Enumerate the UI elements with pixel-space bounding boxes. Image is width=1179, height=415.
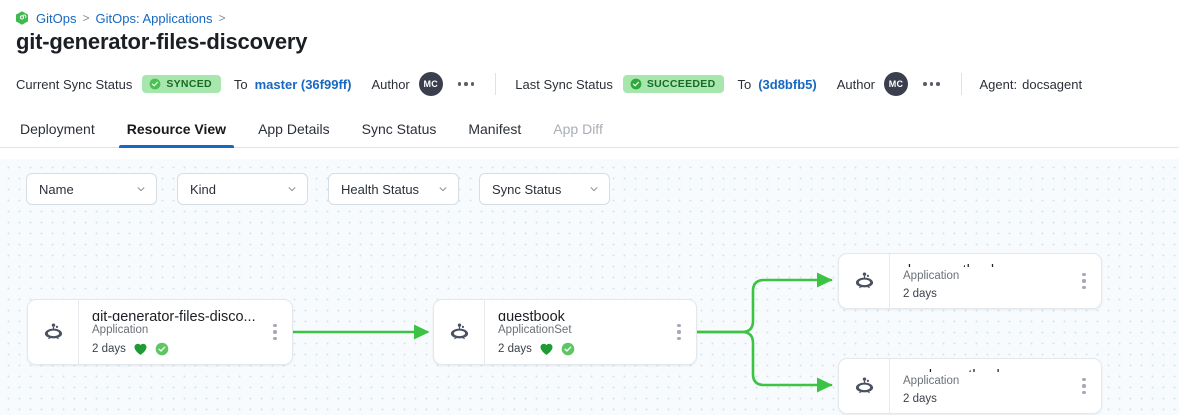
graph-node-dev-body: dev-guestbook Application 2 days [889,254,1071,308]
chevron-down-icon [438,184,448,194]
tab-manifest[interactable]: Manifest [468,121,522,137]
divider [495,73,497,95]
chevron-down-icon [287,184,297,194]
argo-application-icon [839,254,889,308]
graph-node-prod-kind: Application [903,375,960,388]
graph-node-root[interactable]: git-generator-files-disco... Application… [27,299,293,365]
graph-node-appset[interactable]: guestbook ApplicationSet 2 days [433,299,697,365]
graph-node-appset-meta: 2 days [498,342,666,356]
breadcrumb-separator: > [218,11,226,25]
graph-node-prod-title: prod-guestbook [903,367,1071,372]
breadcrumb-separator: > [82,11,90,25]
breadcrumb: GitOps > GitOps: Applications > [0,0,1179,26]
graph-node-appset-body: guestbook ApplicationSet 2 days [484,300,666,364]
page-title: git-generator-files-discovery [16,29,308,54]
agent-info: Agent:docsagent [980,77,1083,92]
breadcrumb-item-gitops-applications[interactable]: GitOps: Applications [95,10,213,26]
tab-sync-status[interactable]: Sync Status [361,121,437,137]
ellipsis-vertical-icon[interactable] [666,300,692,364]
edge-appset-to-prod [695,330,833,393]
filter-health-status[interactable]: Health Status [328,173,459,205]
breadcrumb-item-gitops[interactable]: GitOps [36,10,77,26]
argo-application-icon [28,300,78,364]
ellipsis-vertical-icon[interactable] [262,300,288,364]
current-revision-link[interactable]: master (36f99ff) [254,76,352,92]
gitops-hexagon-icon [14,10,30,26]
filter-name[interactable]: Name [26,173,157,205]
chevron-down-icon [589,184,599,194]
check-circle-icon [149,78,161,90]
check-circle-icon [630,78,642,90]
graph-node-root-title: git-generator-files-disco... [92,309,256,322]
avatar[interactable]: MC [418,72,443,96]
filter-health-status-label: Health Status [341,181,420,197]
current-author-label: Author [371,76,410,92]
graph-node-prod[interactable]: prod-guestbook Application 2 days [838,358,1102,414]
avatar[interactable]: MC [884,72,909,96]
graph-node-prod-meta: 2 days [903,393,1071,405]
filter-kind[interactable]: Kind [177,173,308,205]
graph-node-appset-title: guestbook [498,309,565,322]
status-badge-synced-label: SYNCED [166,78,212,90]
graph-node-prod-body: prod-guestbook Application 2 days [889,359,1071,413]
graph-node-appset-age: 2 days [498,343,532,355]
graph-node-root-meta: 2 days [92,342,262,356]
tab-app-diff: App Diff [553,121,603,137]
agent-label: Agent: [979,76,1018,92]
check-circle-icon [155,342,169,356]
edge-appset-to-dev [695,272,833,334]
chevron-down-icon [136,184,146,194]
tab-app-details[interactable]: App Details [258,121,330,137]
graph-node-dev-title: dev-guestbook [903,262,1071,267]
graph-node-root-kind: Application [92,324,149,337]
heart-icon [133,342,148,356]
filter-sync-status[interactable]: Sync Status [479,173,610,205]
graph-node-root-age: 2 days [92,343,126,355]
tab-bar: Deployment Resource View App Details Syn… [0,110,1179,148]
ellipsis-horizontal-icon[interactable] [921,78,942,90]
ellipsis-vertical-icon[interactable] [1071,254,1097,308]
graph-node-appset-kind: ApplicationSet [498,324,572,337]
status-badge-succeeded-label: SUCCEEDED [646,78,716,90]
current-sync-status-label: Current Sync Status [16,76,133,92]
graph-node-dev-meta: 2 days [903,288,1071,300]
graph-node-dev-kind: Application [903,270,960,283]
status-bar: Current Sync Status SYNCED To master (36… [0,67,1179,101]
ellipsis-horizontal-icon[interactable] [456,78,477,90]
filter-bar: Name Kind Health Status Sync Status [0,159,1179,205]
graph-node-dev[interactable]: dev-guestbook Application 2 days [838,253,1102,309]
status-badge-succeeded[interactable]: SUCCEEDED [622,75,725,93]
current-to-label: To [233,76,248,92]
argo-application-icon [434,300,484,364]
ellipsis-vertical-icon[interactable] [1071,359,1097,413]
agent-value: docsagent [1022,76,1083,92]
check-circle-icon [561,342,575,356]
filter-sync-status-label: Sync Status [492,181,562,197]
graph-node-prod-age: 2 days [903,393,937,405]
resource-graph-canvas: Name Kind Health Status Sync Status [0,159,1179,415]
graph-node-root-body: git-generator-files-disco... Application… [78,300,262,364]
resource-graph: git-generator-files-disco... Application… [0,159,1179,415]
tab-deployment[interactable]: Deployment [20,121,95,137]
tab-resource-view[interactable]: Resource View [111,121,242,148]
last-sync-status-label: Last Sync Status [515,76,613,92]
graph-node-dev-age: 2 days [903,288,937,300]
last-to-label: To [737,76,752,92]
filter-name-label: Name [39,181,74,197]
divider [960,73,962,95]
filter-kind-label: Kind [190,181,217,197]
status-badge-synced[interactable]: SYNCED [142,75,221,93]
argo-application-icon [839,359,889,413]
last-author-label: Author [836,76,876,92]
last-revision-link[interactable]: (3d8bfb5) [758,76,817,92]
heart-icon [539,342,554,356]
